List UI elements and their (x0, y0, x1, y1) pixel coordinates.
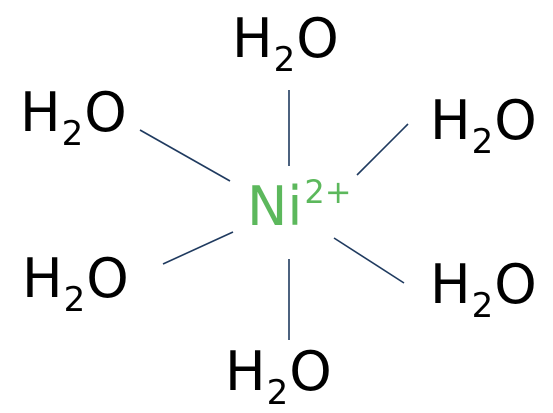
ligand-lead: H (22, 247, 63, 310)
ligand-lead: H (20, 81, 61, 144)
ligand-tail: O (494, 89, 537, 152)
ligand-bottom: H2O (225, 345, 332, 411)
bond-lower-left (162, 231, 234, 265)
ligand-lead: H (430, 89, 471, 152)
ligand-upper-right: H2O (430, 94, 537, 160)
bond-upper-right (356, 123, 409, 176)
ligand-subscript: 2 (63, 280, 86, 320)
ligand-subscript: 2 (471, 122, 494, 162)
ligand-upper-left: H2O (20, 86, 127, 152)
ligand-tail: O (86, 247, 129, 310)
ligand-lower-right: H2O (430, 258, 537, 324)
ligand-top: H2O (232, 12, 339, 78)
metal-charge: 2+ (304, 173, 352, 211)
metal-center: Ni2+ (247, 176, 352, 234)
ligand-lower-left: H2O (22, 252, 129, 318)
ligand-subscript: 2 (273, 40, 296, 80)
ligand-lead: H (430, 253, 471, 316)
metal-symbol: Ni (247, 175, 303, 238)
ligand-tail: O (289, 340, 332, 403)
ligand-subscript: 2 (61, 114, 84, 154)
ligand-subscript: 2 (471, 286, 494, 326)
bond-lower-right (333, 237, 405, 284)
ligand-tail: O (494, 253, 537, 316)
ligand-tail: O (296, 7, 339, 70)
ligand-lead: H (225, 340, 266, 403)
ligand-lead: H (232, 7, 273, 70)
ligand-subscript: 2 (266, 373, 289, 413)
ligand-tail: O (84, 81, 127, 144)
bond-upper-left (139, 129, 231, 182)
